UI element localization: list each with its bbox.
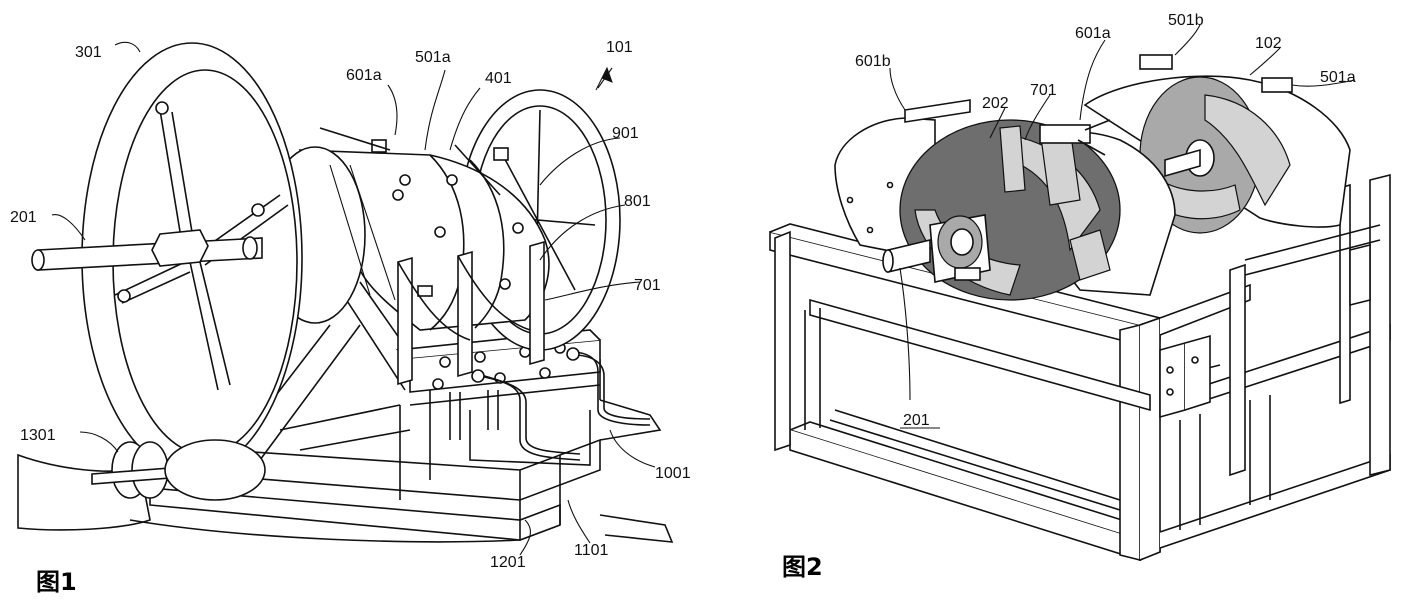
fig2-front-drum — [899, 119, 1121, 301]
fig2-label-202: 202 — [982, 95, 1009, 112]
fig1-label-101: 101 — [606, 39, 633, 56]
fig1-label-701: 701 — [634, 277, 661, 294]
fig1-label-801: 801 — [624, 193, 651, 210]
fig1-bearing-block — [395, 329, 601, 440]
fig1-base-frame — [149, 281, 601, 541]
fig1-label-401: 401 — [485, 70, 512, 87]
fig2-label-501b: 501b — [1168, 12, 1204, 29]
fig1-label-1301: 1301 — [20, 427, 56, 444]
fig1-side-supports — [397, 240, 545, 386]
fig1-label-601a: 601a — [346, 67, 382, 84]
fig1-label-1001: 1001 — [655, 465, 691, 482]
fig1-label-1101: 1101 — [574, 542, 609, 559]
fig2-label-201: 201 — [903, 412, 930, 429]
fig2-label-501a: 501a — [1320, 69, 1356, 86]
fig1-label-901: 901 — [612, 125, 639, 142]
fig1-pulley — [91, 439, 266, 501]
fig2-labels: 601b 202 701 601a 501b 102 501a 201 — [855, 12, 1356, 429]
fig1-label-201: 201 — [10, 209, 37, 226]
fig1-crank-pipe — [471, 347, 651, 461]
fig1-labels: 301 201 601a 501a 401 101 901 801 701 10… — [10, 39, 691, 571]
fig1-axle — [31, 229, 263, 271]
fig2-rear-drum — [1083, 54, 1351, 234]
fig1-ground — [17, 399, 674, 543]
fig1-arrow-101 — [595, 66, 613, 91]
fig2-bearing — [882, 214, 991, 283]
fig2-leader-lines — [889, 24, 1356, 429]
fig1-caption: 图1 — [36, 568, 77, 596]
figure-2: 601b 202 701 601a 501b 102 501a 201 图2 — [769, 12, 1391, 581]
fig1-label-501a: 501a — [415, 49, 451, 66]
fig2-label-601b: 601b — [855, 53, 891, 70]
figure-1: 301 201 601a 501a 401 101 901 801 701 10… — [10, 39, 691, 596]
fig2-label-601a: 601a — [1075, 25, 1111, 42]
fig2-caption: 图2 — [782, 553, 823, 581]
fig1-label-1201: 1201 — [490, 554, 526, 571]
fig2-label-701: 701 — [1030, 82, 1057, 99]
fig1-label-301: 301 — [75, 44, 102, 61]
fig2-label-102: 102 — [1255, 35, 1282, 52]
